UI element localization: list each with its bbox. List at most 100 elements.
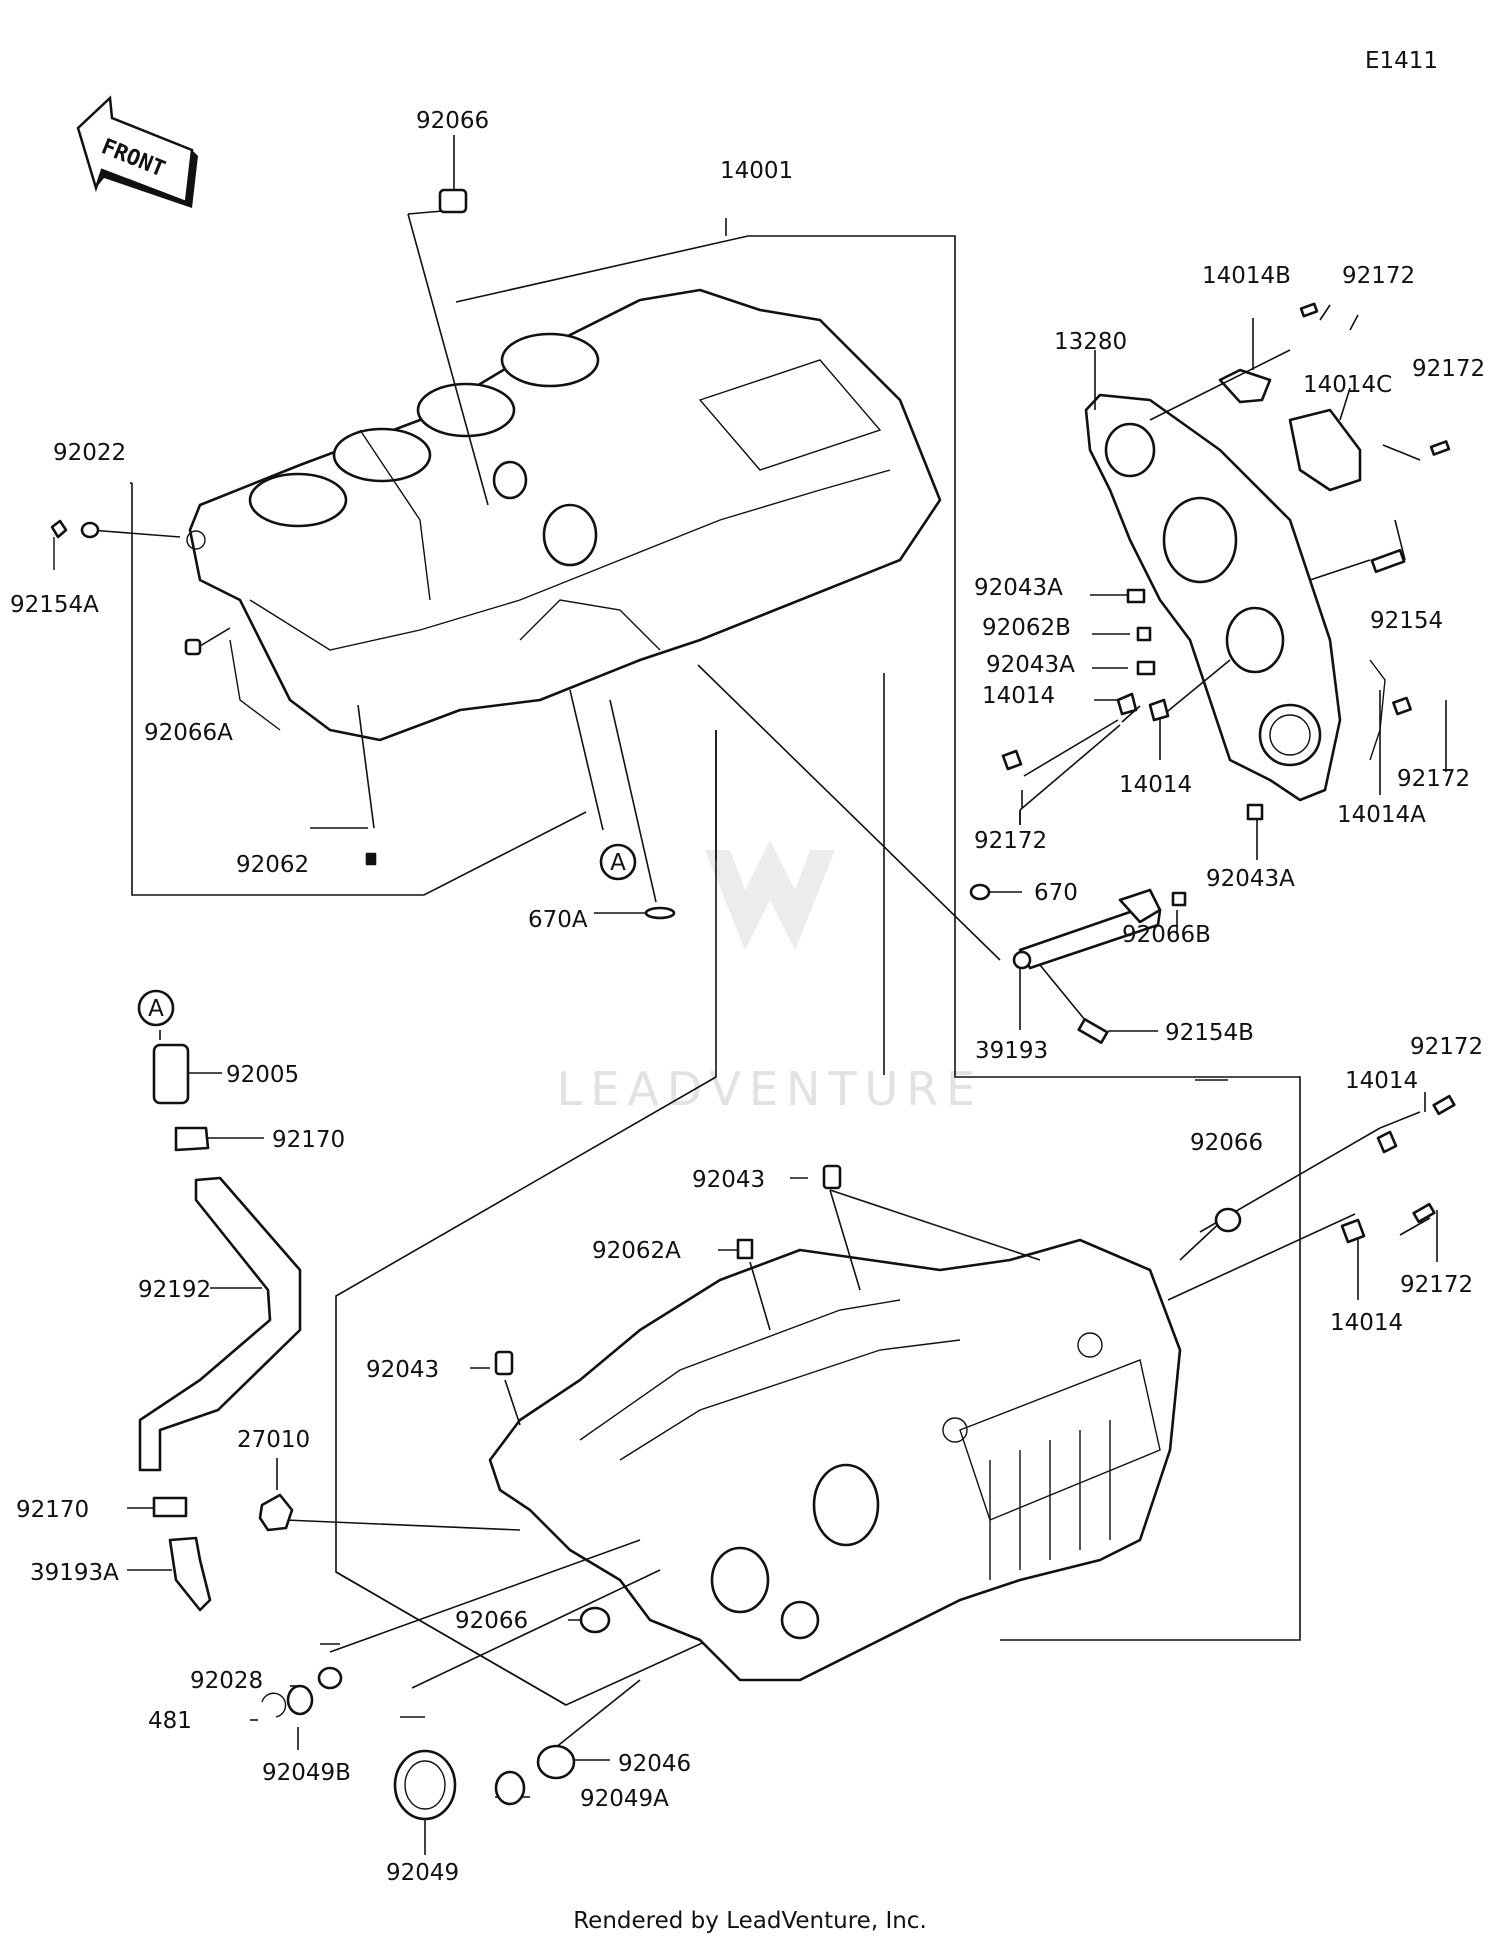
label-14014-4: 14014 (1330, 1310, 1403, 1336)
label-14014A: 14014A (1337, 802, 1426, 828)
label-92170-b: 92170 (16, 1497, 89, 1523)
pipe-39193 (1012, 888, 1162, 970)
label-92046: 92046 (618, 1751, 691, 1777)
gasket-14014C (1288, 408, 1362, 492)
jet-92062A (736, 1238, 754, 1260)
clamp-92170-b (152, 1496, 188, 1518)
label-92049A: 92049A (580, 1786, 669, 1812)
watermark: LEADVENTURE (557, 840, 975, 1116)
label-92172-d: 92172 (1397, 766, 1470, 792)
screw-92172-a (1299, 302, 1319, 318)
label-92043A-3: 92043A (1206, 866, 1295, 892)
label-14014-2: 14014 (1119, 772, 1192, 798)
footer-credit: Rendered by LeadVenture, Inc. (573, 1908, 927, 1934)
part-labels: 92066 14001 92022 92154A 92066A 92062 67… (10, 108, 1485, 1886)
screw-92172-e (1432, 1094, 1456, 1116)
cover-leaders (1019, 304, 1447, 860)
label-92062: 92062 (236, 852, 309, 878)
screw-92172-c (1001, 749, 1023, 771)
jet-92062B (1136, 626, 1152, 642)
ref-marker-A-left (137, 989, 175, 1027)
sensor-27010 (258, 1493, 294, 1532)
label-92022: 92022 (53, 440, 126, 466)
gasket-14014-3 (1376, 1130, 1398, 1154)
gasket-14014-4 (1340, 1218, 1366, 1244)
washer-92022 (80, 521, 100, 539)
label-14014C: 14014C (1303, 372, 1392, 398)
label-92043A-2: 92043A (986, 652, 1075, 678)
label-670A: 670A (528, 907, 588, 933)
label-92066A: 92066A (144, 720, 233, 746)
label-92154A: 92154A (10, 592, 99, 618)
dowel-92043A-3 (1246, 803, 1264, 821)
label-14014-1: 14014 (982, 683, 1055, 709)
bolt-92154 (1370, 548, 1406, 574)
label-92170-a: 92170 (272, 1127, 345, 1153)
circlip-481 (261, 1692, 287, 1718)
label-92154: 92154 (1370, 608, 1443, 634)
label-92172-e: 92172 (1410, 1034, 1483, 1060)
cover-13280 (1084, 393, 1342, 802)
ref-marker-A-left-label: A (148, 996, 164, 1022)
clamp-92170-a (174, 1126, 210, 1152)
dowel-92043-2 (494, 1350, 514, 1376)
label-92066-b: 92066 (455, 1608, 528, 1634)
dowel-92043A-1 (1126, 588, 1146, 604)
hose-92192 (138, 1176, 302, 1472)
gasket-14014A (1369, 659, 1386, 761)
label-92066-r: 92066 (1190, 1130, 1263, 1156)
bearing-92046 (536, 1744, 576, 1780)
label-92172-f: 92172 (1400, 1272, 1473, 1298)
oring-670 (969, 883, 991, 901)
pipe-leaders (990, 891, 1178, 1032)
ref-marker-A-top (599, 843, 637, 881)
label-481: 481 (148, 1708, 192, 1734)
gasket-14014-2 (1148, 698, 1170, 722)
label-39193: 39193 (975, 1038, 1048, 1064)
breather-39193A (168, 1536, 212, 1612)
label-92049B: 92049B (262, 1760, 351, 1786)
collar-92028 (317, 1666, 343, 1690)
plug-92066-b (579, 1606, 611, 1634)
label-670: 670 (1034, 880, 1078, 906)
lower-case-bracket (335, 730, 767, 1706)
ref-marker-A-top-label: A (610, 850, 626, 876)
upper-crankcase (186, 288, 942, 742)
screw-92172-f (1412, 1202, 1436, 1224)
bolt-92154B (1077, 1018, 1109, 1044)
pipe-92005 (152, 1043, 190, 1105)
hose-leaders (127, 1030, 264, 1571)
lower-crankcase (488, 1238, 1182, 1682)
gasket-14014-1 (1116, 692, 1138, 716)
label-14014B: 14014B (1202, 263, 1291, 289)
upper-case-leaders (89, 135, 1001, 961)
label-92062A: 92062A (592, 1238, 681, 1264)
front-arrow-icon: FRONT (76, 95, 198, 208)
label-92028: 92028 (190, 1668, 263, 1694)
label-92005: 92005 (226, 1062, 299, 1088)
label-13280: 13280 (1054, 329, 1127, 355)
label-92066-top: 92066 (416, 108, 489, 134)
label-92062B: 92062B (982, 615, 1071, 641)
label-14014-3: 14014 (1345, 1068, 1418, 1094)
label-92043-1: 92043 (692, 1167, 765, 1193)
diagram-code: E1411 (1365, 48, 1438, 74)
label-92049: 92049 (386, 1860, 459, 1886)
label-92172-b: 92172 (1412, 356, 1485, 382)
dowel-92043A-2 (1136, 660, 1156, 676)
oring-670A (644, 906, 676, 920)
label-92154B: 92154B (1165, 1020, 1254, 1046)
label-92172-c: 92172 (974, 828, 1047, 854)
label-92043A-1: 92043A (974, 575, 1063, 601)
plug-92066-top (438, 188, 468, 214)
plug-92066B (1171, 891, 1187, 907)
label-14001: 14001 (720, 158, 793, 184)
gasket-14014B (1218, 368, 1272, 404)
plug-92066A (184, 638, 202, 656)
bolt-92154A (50, 519, 68, 570)
dowel-92043-1 (822, 1164, 842, 1190)
screw-92172-d (1392, 696, 1412, 716)
label-92172-a: 92172 (1342, 263, 1415, 289)
bearing-92049B (286, 1684, 314, 1716)
